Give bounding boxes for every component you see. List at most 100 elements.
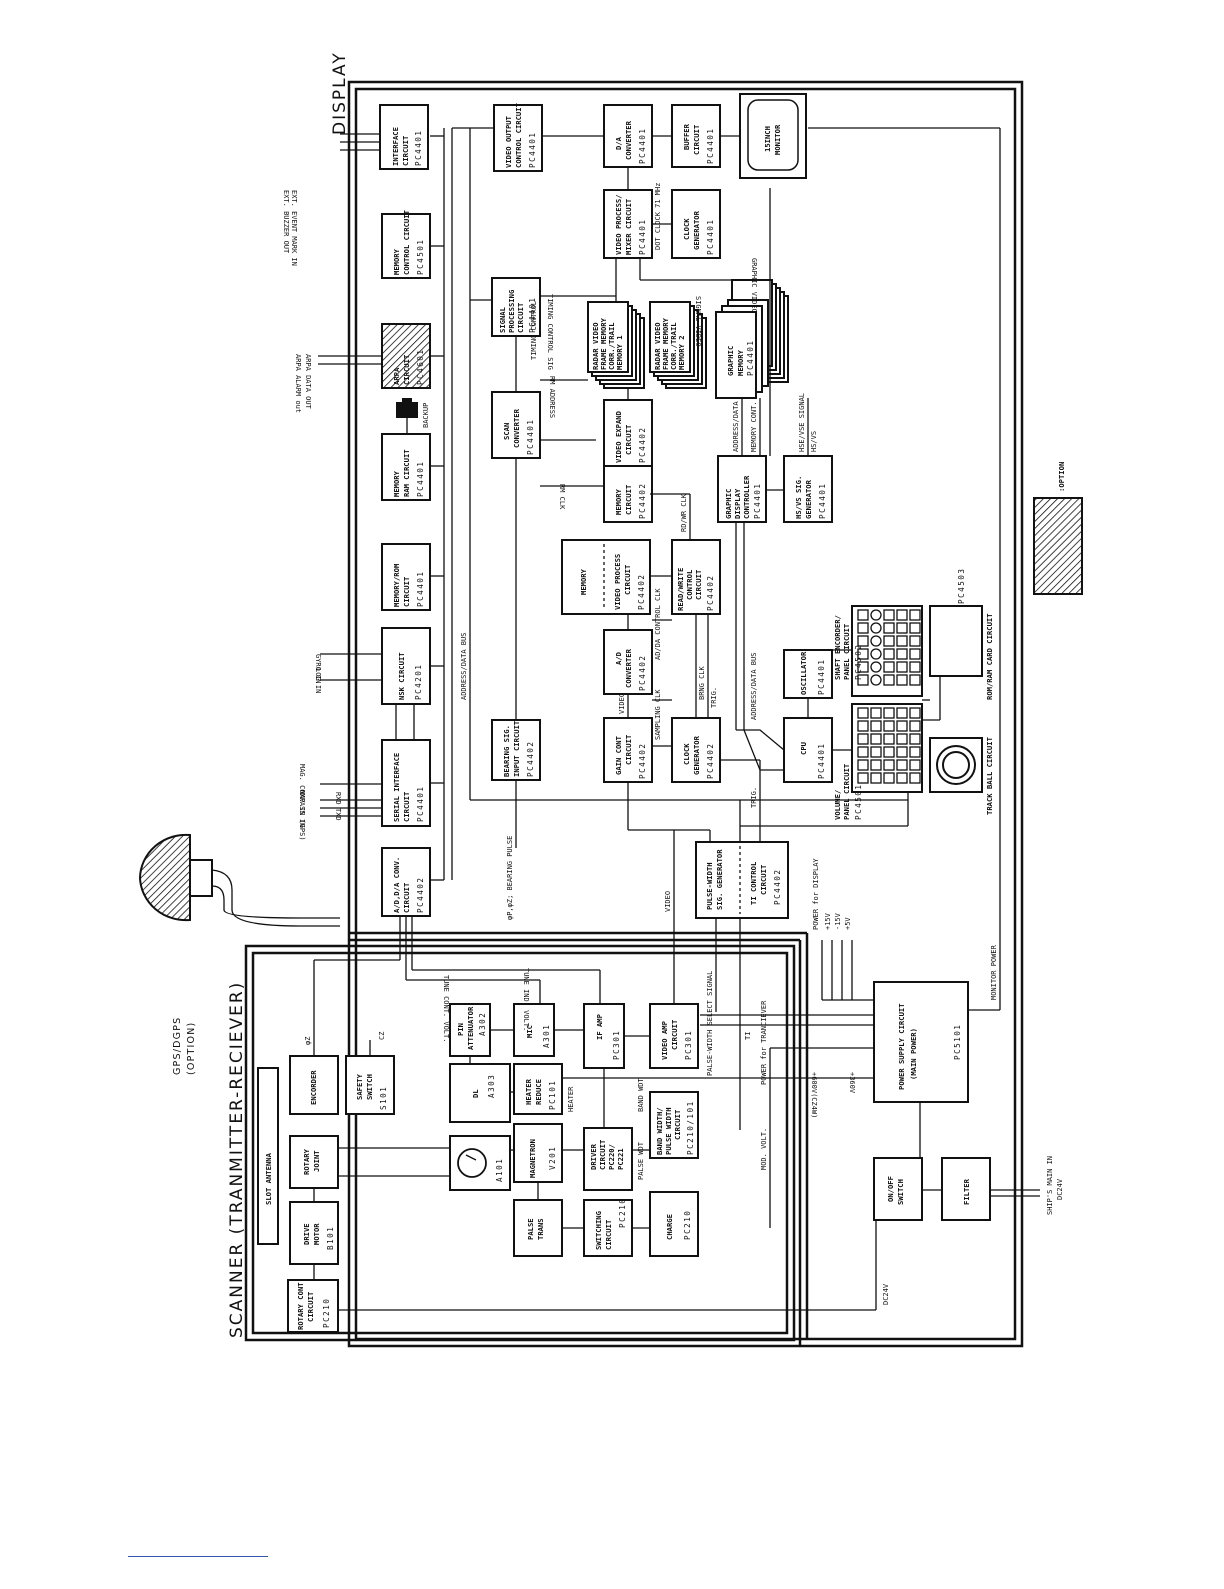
keypad-key [909,707,921,719]
bearing-sig-input-block: BEARING SIG. INPUT CIRCUIT PC4402 [491,719,541,781]
svg-text:VIDEO PROCESS/: VIDEO PROCESS/ [614,194,623,255]
svg-text:PC4401: PC4401 [706,128,715,164]
hsvs-sig-generator-block: HS/VS SIG. GENERATOR PC4401 [783,455,833,523]
svg-text:DRIVER: DRIVER [589,1143,598,1170]
keypad-key [857,609,869,621]
keypad-key [870,746,882,758]
pin-attenuator-block: PIN ATTENUATOR A302 [449,1003,491,1057]
svg-text:PULSE WIDTH: PULSE WIDTH [664,1107,673,1155]
heater-reduce-block: HEATER REDUCE PC101 [513,1063,563,1115]
svg-text:PC4402: PC4402 [706,743,715,779]
svg-text:PC4402: PC4402 [773,869,782,905]
svg-text:CPU: CPU [799,742,808,755]
arpa-data-out-label: ARPA DATA OUT [304,354,312,410]
arpa-alarm-out-label: ARPA ALARM out [294,354,302,413]
dl-block: DL A303 [449,1063,511,1123]
svg-text:CHARGE: CHARGE [665,1214,674,1240]
svg-text:S101: S101 [379,1086,388,1110]
svg-text:MONITOR: MONITOR [773,124,782,155]
svg-text:PROCESSING: PROCESSING [507,290,516,333]
encoder-block: ENCORDER [289,1055,339,1115]
rd-wr-clk-label: RD/WR CLK [680,493,688,532]
heater-label: HEATER [567,1086,575,1112]
shaft-keypad [857,609,921,686]
band-wdt-label: BAND WDT [637,1077,645,1112]
svg-text:CIRCUIT: CIRCUIT [604,1219,613,1250]
ext-event-mark-label: EXT. EVENT MARK IN [290,190,298,266]
safety-switch-block: SAFETY SWITCH S101 [345,1055,395,1115]
svg-text:PC4401: PC4401 [746,340,755,376]
gps-option-label: (OPTION) [186,1022,197,1075]
svg-text:CIRCUIT: CIRCUIT [598,1139,607,1170]
video-output-control-block: VIDEO OUTPUT CONTROL CIRCUIT PC4401 [493,102,543,172]
ext-buzzer-label: EXT. BUZZER OUT [282,190,290,254]
tune-ind-volt-label: TUNE IND. VOLT. [522,968,530,1031]
svg-text:DL: DL [471,1089,480,1098]
svg-text:PC4402: PC4402 [638,427,647,463]
svg-text:PULSE-WIDTH: PULSE-WIDTH [705,862,714,910]
svg-text:PC4402: PC4402 [416,877,425,913]
svg-text:CIRCUIT: CIRCUIT [692,124,701,155]
svg-text:PC4402: PC4402 [637,574,646,610]
graphic-video-label: GRAPHIC VIDEO [750,258,758,313]
filter-block: FILTER [941,1157,991,1221]
svg-text:MEMORY: MEMORY [392,248,401,275]
svg-text:PC4401: PC4401 [416,786,425,822]
keypad-key [909,733,921,745]
svg-text:INPUT CIRCUIT: INPUT CIRCUIT [512,720,521,777]
keypad-key [883,707,895,719]
svg-text:CIRCUIT: CIRCUIT [402,882,411,913]
keypad-key [883,746,895,758]
keypad-key [870,759,882,771]
svg-text:SIG. GENERATOR: SIG. GENERATOR [715,849,724,910]
svg-text:CIRCUIT: CIRCUIT [670,1019,679,1050]
svg-text:IF AMP: IF AMP [595,1013,604,1040]
svg-text:A/D: A/D [614,652,623,665]
svg-text:PC4601: PC4601 [416,349,425,385]
dc24v-out-label: DC24V [882,1283,890,1305]
svg-text:CONTROL CIRCUIT: CONTROL CIRCUIT [402,209,411,275]
keypad-key [896,635,908,647]
memory-circuit-block: MEMORY CIRCUIT PC4402 [603,465,653,523]
svg-text:PC4401: PC4401 [416,461,425,497]
svg-text:CORR./TRAIL: CORR./TRAIL [607,322,616,370]
keypad-key [909,648,921,660]
radar-frame-memory-1-block: RADAR VIDEO FRAME MEMORY CORR./TRAIL MEM… [587,301,645,389]
svg-text:OSCILLATOR: OSCILLATOR [799,651,808,695]
hse-vse-signal-label: HSE/VSE SIGNAL [798,393,806,452]
svg-text:PC301: PC301 [684,1030,693,1060]
svg-text:CORR./TRAIL: CORR./TRAIL [669,322,678,370]
svg-text:PC4401: PC4401 [416,571,425,607]
svg-text:PC4401: PC4401 [818,483,827,519]
svg-text:VIDEO EXPAND: VIDEO EXPAND [614,411,623,463]
svg-text:CIRCUIT: CIRCUIT [306,1291,315,1322]
volume-keypad [857,707,921,784]
svg-text:PC4401: PC4401 [638,219,647,255]
gps-antenna-icon [138,833,340,927]
ti-label: TI [744,1032,752,1040]
svg-text:PC210: PC210 [618,1198,627,1228]
svg-text:SWITCH: SWITCH [365,1074,374,1100]
svg-text:MEMORY: MEMORY [736,349,745,376]
power-display-label: POWER for DISPLAY [812,858,820,930]
tune-cont-volt-label: TUNE CONT. VOLT. [442,975,450,1042]
svg-text:TRACK BALL CIRCUIT: TRACK BALL CIRCUIT [985,736,994,815]
pulse-trans-block: PALSE TRANS [513,1199,563,1257]
ad-da-conv-circuit-block: A/D,D/A CONV. CIRCUIT PC4402 [381,847,431,917]
address-data-bus-2-label: ADDRESS/DATA BUS [750,653,758,720]
svg-text:PALSE: PALSE [526,1218,535,1240]
svg-text:ENCORDER: ENCORDER [309,1070,318,1105]
keypad-key [870,733,882,745]
svg-text:INTERFACE: INTERFACE [391,127,400,166]
scanner-section-title: SCANNER (TRANMITTER-RECIEVER) [227,981,247,1338]
svg-text:ATTENUATOR: ATTENUATOR [466,1006,475,1050]
keypad-key [870,674,882,686]
svg-text:A302: A302 [478,1012,487,1036]
keypad-key [909,720,921,732]
keypad-key [896,707,908,719]
minus15v-label: -15V [834,912,842,930]
memory-cont-label: MEMORY CONT. [750,401,758,452]
svg-text:PANEL CIRCUIT: PANEL CIRCUIT [842,623,851,680]
memory-ram-circuit-block: MEMORY RAM CIRCUIT PC4401 [381,433,431,501]
svg-text:SWITCH: SWITCH [896,1179,905,1205]
